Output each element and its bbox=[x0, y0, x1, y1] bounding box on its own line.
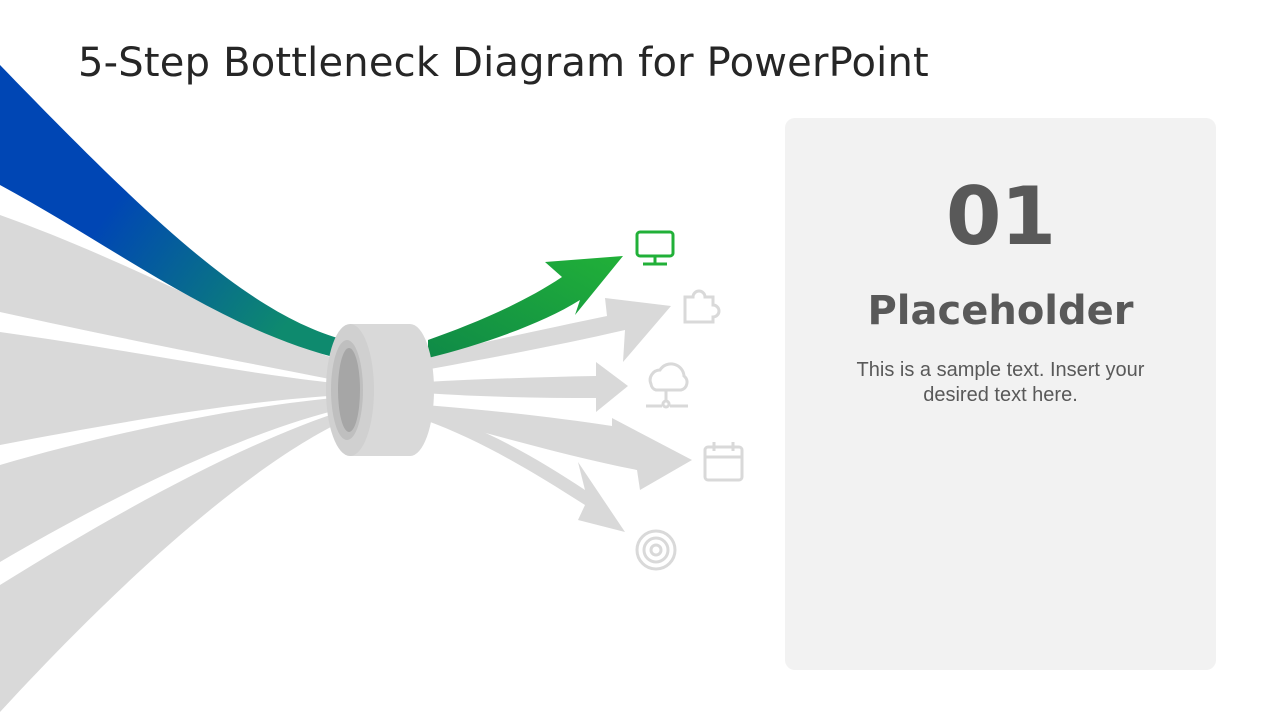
outflow-arrow-4 bbox=[425, 405, 692, 490]
calendar-icon[interactable] bbox=[703, 442, 744, 482]
bottleneck-diagram bbox=[0, 65, 744, 712]
inflow-active-stream bbox=[0, 65, 345, 360]
step-heading: Placeholder bbox=[867, 288, 1134, 334]
step-number: 01 bbox=[945, 170, 1056, 263]
inflow-stream-4 bbox=[0, 410, 345, 712]
monitor-icon[interactable] bbox=[635, 230, 675, 266]
outflow-arrow-3 bbox=[425, 362, 628, 412]
outflow-arrow-5 bbox=[425, 410, 625, 532]
bottleneck-ring bbox=[326, 324, 434, 456]
inflow-streams bbox=[0, 215, 345, 712]
target-icon[interactable] bbox=[635, 529, 677, 571]
inflow-stream-1 bbox=[0, 215, 345, 382]
step-description: This is a sample text. Insert your desir… bbox=[856, 359, 1145, 406]
step-icons bbox=[635, 230, 744, 571]
inflow-stream-2 bbox=[0, 332, 345, 445]
slide-title: 5-Step Bottleneck Diagram for PowerPoint bbox=[78, 40, 929, 86]
outflow-arrow-2 bbox=[425, 298, 671, 370]
cloud-network-icon[interactable] bbox=[646, 362, 689, 409]
outflow-arrow-active bbox=[428, 256, 623, 358]
info-panel: 01 Placeholder This is a sample text. In… bbox=[785, 118, 1216, 670]
puzzle-icon[interactable] bbox=[683, 289, 721, 324]
inflow-stream-3 bbox=[0, 397, 345, 562]
outflow-arrows bbox=[425, 298, 692, 532]
